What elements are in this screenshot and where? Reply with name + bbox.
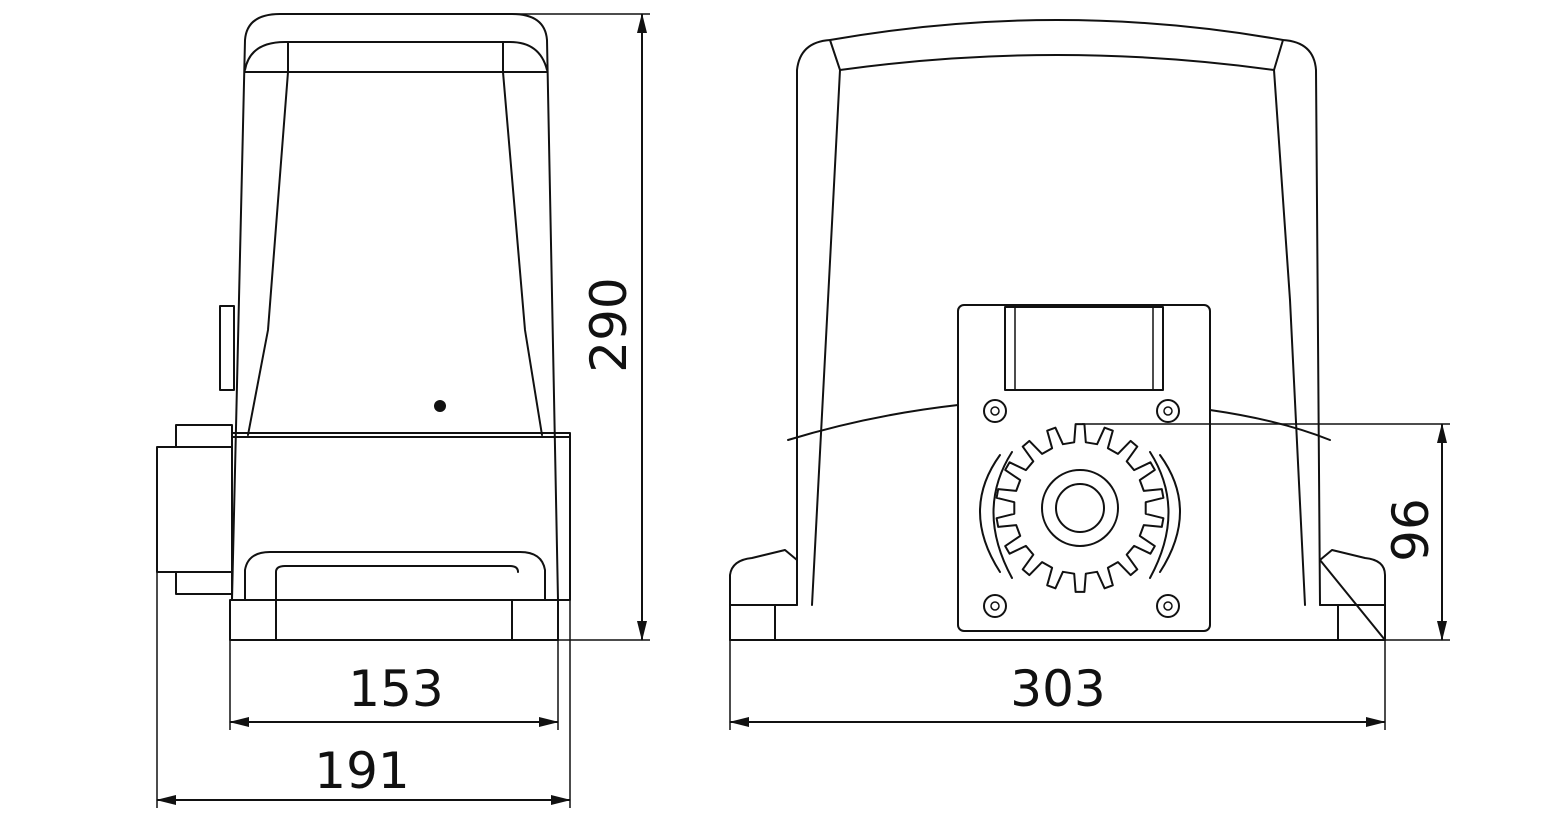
dimension-pinion-height-label: 96 [1382,498,1440,562]
dimension-width-label: 303 [1010,660,1105,718]
dimension-lines [156,13,1450,808]
pinion-gear [995,423,1165,593]
side-view [156,13,571,641]
front-view [729,19,1386,641]
dimension-height-label: 290 [580,277,638,372]
mounting-holes [983,399,1180,618]
dimension-base-depth-label: 153 [348,660,443,718]
dimension-overall-depth-label: 191 [314,742,409,800]
indicator-hole [434,400,446,412]
